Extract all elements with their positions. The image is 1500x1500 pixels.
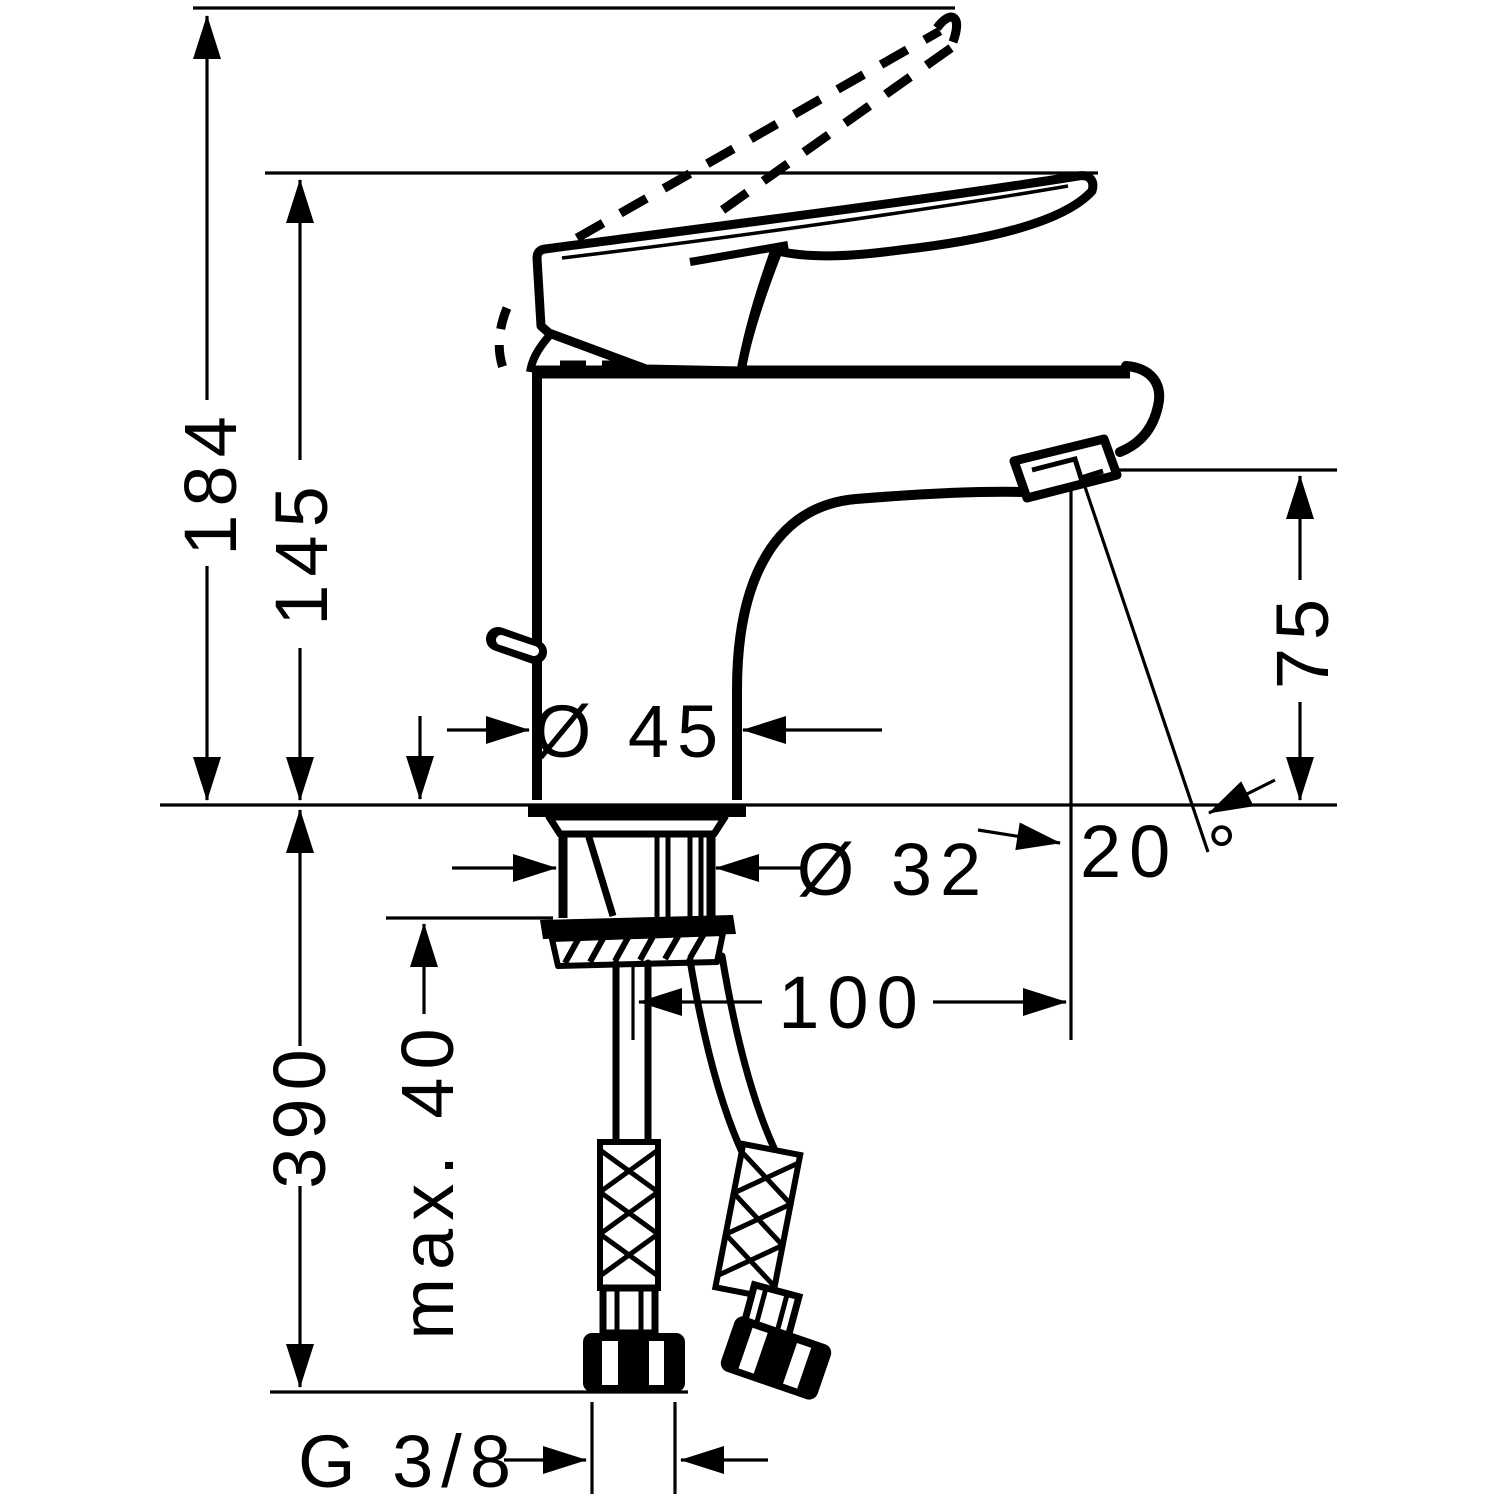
handle-front-accent-line (689, 241, 789, 266)
dimension-100: 100 (638, 961, 1067, 1044)
cartridge-dome-back (526, 333, 553, 373)
connector-nut-straight (583, 1333, 685, 1392)
dimension-145: 145 (260, 179, 343, 801)
dimension-label-outlet-height: 75 (1261, 591, 1344, 689)
supply-hoses (583, 952, 832, 1400)
handle-lever-raised-dashed (494, 12, 962, 370)
spout-aerator (1009, 434, 1122, 503)
dimension-dia32: Ø 32 (452, 828, 989, 911)
pop-up-rod (486, 627, 547, 664)
cartridge-dome-front (736, 248, 780, 373)
dimension-label-supply-thread: G 3/8 (298, 1420, 519, 1500)
dimension-label-hose-length: 390 (258, 1041, 341, 1188)
drain-rod (584, 832, 617, 918)
dimension-g38: G 3/8 (298, 1420, 768, 1500)
mounting-nut (540, 915, 736, 969)
dimension-184: 184 (169, 15, 252, 801)
ref-line-spray-angle (1080, 477, 1210, 853)
dimension-75: 75 (1261, 475, 1344, 801)
faucet-illustration (486, 12, 1165, 1400)
dimension-angle-20: 20 ° (977, 778, 1276, 893)
dimension-label-waste-diameter: Ø 32 (797, 828, 989, 911)
handle-lever-solid (526, 171, 1098, 376)
dimension-label-max-thickness: max. 40 (386, 1020, 469, 1339)
spout-underside-curve (732, 486, 1029, 695)
spout-nose-edge (1115, 361, 1165, 457)
handle-top-inner-line (561, 184, 1069, 260)
dimension-390: 390 (258, 809, 341, 1388)
braid-straight (597, 1139, 661, 1291)
dimension-dia45: Ø 45 (447, 690, 882, 773)
dimension-max40: max. 40 (386, 716, 469, 1340)
dimension-label-spout-reach: 100 (778, 961, 925, 1044)
reference-lines (160, 6, 1337, 1494)
connector-nut-angled (720, 1316, 832, 1400)
dimension-label-handle-height: 145 (260, 478, 343, 625)
ferrule-straight (599, 1284, 659, 1337)
dimension-label-spray-angle: 20 ° (1080, 810, 1244, 893)
braid-angled (711, 1140, 804, 1302)
dimension-label-body-diameter: Ø 45 (534, 690, 726, 773)
dimension-label-overall-height: 184 (169, 408, 252, 555)
base-and-shank (528, 804, 746, 918)
